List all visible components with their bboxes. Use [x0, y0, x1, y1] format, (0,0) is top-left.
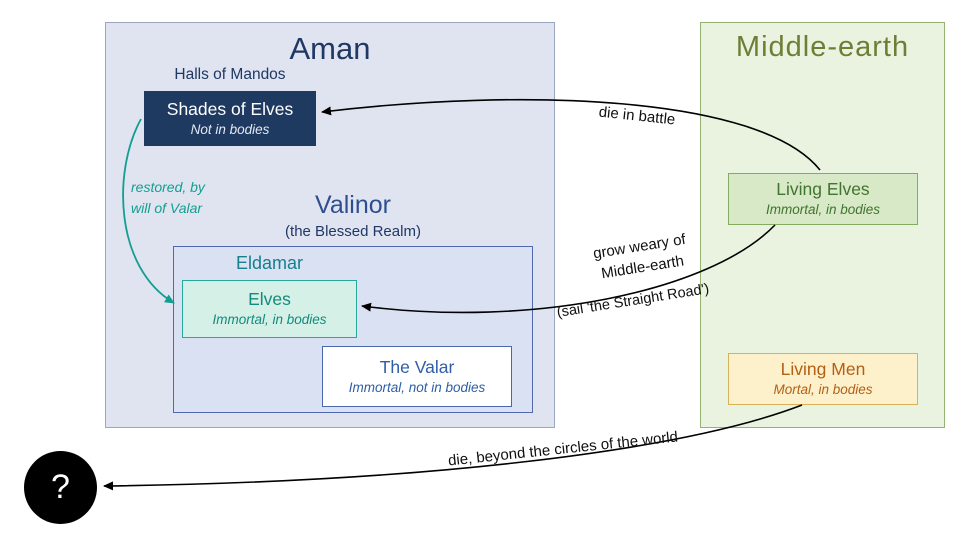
aman-title: Aman [289, 31, 371, 66]
living-men-subtitle: Mortal, in bodies [773, 382, 873, 397]
valinor-heading: Valinor (the Blessed Realm) [173, 191, 533, 240]
valar-box: The Valar Immortal, not in bodies [322, 346, 512, 407]
region-aman: Aman Halls of Mandos Shades of Elves Not… [105, 22, 555, 428]
unknown-fate-circle: ? [24, 451, 97, 524]
living-elves-subtitle: Immortal, in bodies [765, 202, 881, 217]
die-beyond-circles-label: die, beyond the circles of the world [447, 428, 679, 470]
elves-subtitle: Immortal, in bodies [212, 312, 327, 327]
restored-by-valar-label: restored, by will of Valar [131, 177, 205, 219]
eldamar-title: Eldamar [235, 253, 304, 273]
elves-box: Elves Immortal, in bodies [182, 280, 357, 338]
living-elves-box: Living Elves Immortal, in bodies [728, 173, 918, 225]
shades-of-elves-subtitle: Not in bodies [190, 121, 270, 137]
valar-title: The Valar [379, 356, 455, 377]
die-in-battle-label: die in battle [597, 103, 677, 129]
restored-line2: will of Valar [131, 200, 203, 216]
shades-of-elves-box: Shades of Elves Not in bodies [144, 91, 316, 146]
valar-subtitle: Immortal, not in bodies [348, 379, 486, 395]
sail-straight-road-label: (sail 'the Straight Road') [555, 281, 711, 321]
middle-earth-title: Middle-earth [735, 31, 910, 63]
valinor-subtitle: (the Blessed Realm) [285, 223, 421, 240]
eldamar-box: Eldamar Elves Immortal, in bodies The Va… [173, 246, 533, 413]
living-men-title: Living Men [780, 359, 866, 380]
valinor-title: Valinor [315, 191, 391, 219]
grow-weary-label: grow weary of Middle-earth [592, 229, 691, 285]
living-men-box: Living Men Mortal, in bodies [728, 353, 918, 405]
living-elves-title: Living Elves [776, 179, 870, 200]
shades-of-elves-title: Shades of Elves [166, 98, 294, 119]
elves-title: Elves [248, 289, 291, 310]
restored-line1: restored, by [131, 179, 205, 195]
region-middle-earth: Middle-earth Living Elves Immortal, in b… [700, 22, 945, 428]
halls-of-mandos-label: Halls of Mandos [174, 66, 286, 83]
question-mark-label: ? [51, 468, 70, 506]
